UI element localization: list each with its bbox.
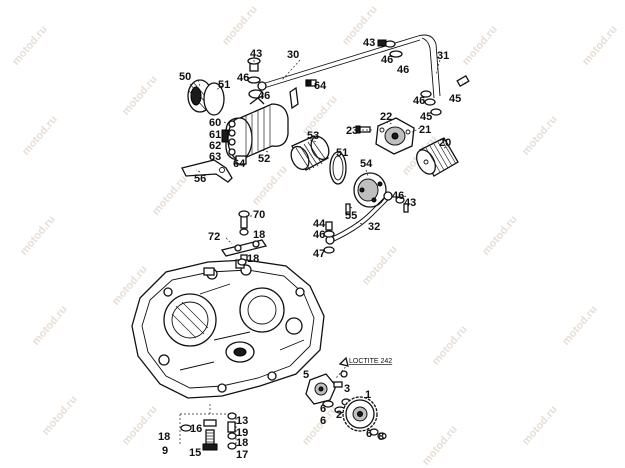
callout-6-b: 6 [320, 415, 326, 427]
drain-plug-group [179, 404, 237, 451]
callout-43-top-left: 43 [250, 48, 262, 60]
rotor-50 [187, 79, 225, 116]
loctite-note: LOCTITE 242 [349, 358, 392, 365]
callout-13: 13 [236, 415, 248, 427]
callout-6-c: 6 [366, 428, 372, 440]
callout-44: 44 [313, 218, 326, 230]
bracket-56 [181, 159, 233, 183]
callout-55: 55 [345, 210, 357, 222]
callout-47: 47 [313, 248, 325, 260]
callout-18-middle: 18 [247, 253, 259, 265]
callout-9: 9 [162, 445, 168, 457]
pump-housing-5 [305, 373, 337, 405]
bolt-23 [355, 125, 371, 134]
leader-lines [195, 41, 467, 245]
callout-62: 62 [209, 140, 221, 152]
callout-72: 72 [208, 231, 220, 243]
banjo-bolt-43-left [247, 57, 267, 99]
callout-23: 23 [346, 125, 358, 137]
callout-50: 50 [179, 71, 191, 83]
callout-51-right: 51 [336, 147, 348, 159]
callout-53: 53 [307, 130, 319, 142]
callout-63: 63 [209, 151, 221, 163]
callout-3: 3 [344, 383, 350, 395]
callout-31: 31 [437, 50, 449, 62]
callout-20: 20 [439, 137, 451, 149]
banjo-fittings-31 [377, 39, 470, 116]
washers-6-8 [369, 428, 387, 440]
callout-18-upper: 18 [253, 229, 265, 241]
callout-70: 70 [253, 209, 265, 221]
bracket-72 [220, 239, 268, 257]
callout-5: 5 [303, 369, 309, 381]
callout-22: 22 [380, 111, 392, 123]
callout-32: 32 [368, 221, 380, 233]
callout-16: 16 [190, 423, 202, 435]
callout-8: 8 [378, 431, 384, 443]
callout-18-lower-left: 18 [158, 431, 170, 443]
oil-pipe-30 [261, 34, 441, 99]
callout-56: 56 [194, 173, 206, 185]
crankcase-half [131, 259, 325, 399]
callout-60: 60 [209, 117, 221, 129]
oil-pump-cover-22 [375, 117, 415, 155]
bolts-44-47 [323, 221, 335, 254]
callout-64-lower: 64 [233, 158, 246, 170]
callout-46-pipe-left: 46 [313, 229, 325, 241]
callout-46-mid-left: 46 [258, 90, 270, 102]
callout-51-top: 51 [218, 79, 230, 91]
callout-61: 61 [209, 129, 221, 141]
callout-6-a: 6 [320, 403, 326, 415]
callout-labels: 43 46 46 30 50 51 64 43 31 46 46 46 45 4… [158, 37, 461, 461]
filter-element-53 [290, 135, 330, 171]
callout-30: 30 [287, 49, 299, 61]
loctite-leader [335, 356, 349, 379]
callout-45-lower: 45 [420, 111, 432, 123]
oil-pipe-32 [325, 191, 409, 245]
callout-46-pipe: 46 [392, 190, 404, 202]
clip-64-top [289, 79, 317, 110]
callout-43-top-right: 43 [363, 37, 375, 49]
callout-46-right: 46 [413, 95, 425, 107]
filter-20 [416, 137, 459, 177]
callout-1: 1 [365, 389, 371, 401]
callout-54: 54 [360, 158, 373, 170]
callout-64-top: 64 [314, 80, 327, 92]
dowel-3 [333, 370, 348, 388]
callout-2: 2 [336, 409, 342, 421]
bolt-set-60-64 [228, 120, 247, 165]
callout-17: 17 [236, 449, 248, 461]
callout-52: 52 [258, 153, 270, 165]
callout-19: 19 [236, 427, 248, 439]
callout-21: 21 [419, 124, 431, 136]
callout-43-pipe: 43 [404, 197, 416, 209]
callout-15: 15 [189, 447, 201, 459]
pump-gear-1 [342, 396, 378, 432]
callout-45-right: 45 [449, 93, 461, 105]
callout-46-top-left: 46 [237, 72, 249, 84]
dowel-18 [237, 228, 249, 266]
filter-cover-54 [353, 172, 387, 208]
callout-46-top-right-b: 46 [397, 64, 409, 76]
callout-46-top-right-a: 46 [381, 54, 393, 66]
callout-18-lower-right: 18 [236, 437, 248, 449]
